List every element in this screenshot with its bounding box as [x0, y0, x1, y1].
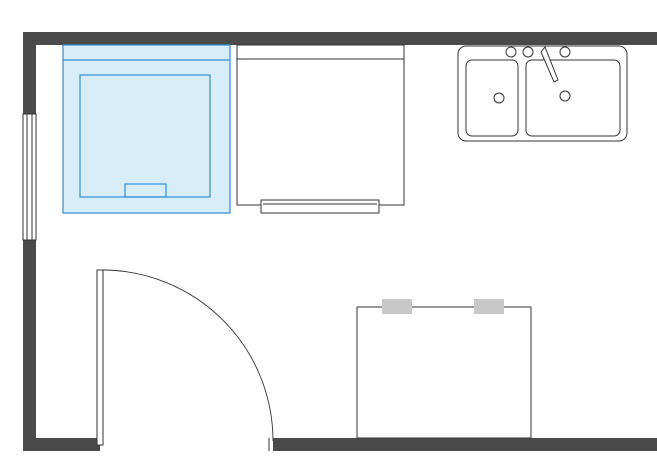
- double-sink-icon[interactable]: [457, 45, 628, 142]
- wall-top: [23, 32, 657, 45]
- dryer-icon[interactable]: [236, 44, 405, 214]
- chair-pad-right: [474, 299, 504, 314]
- wall-left-lower: [23, 240, 36, 451]
- chair-pad-left: [382, 299, 412, 314]
- wall-bottom-right: [273, 438, 657, 451]
- wall-bottom-left: [23, 438, 100, 451]
- walls: [23, 32, 657, 451]
- washer-icon[interactable]: [62, 44, 231, 214]
- wall-left-upper: [23, 32, 36, 114]
- window-icon[interactable]: [22, 113, 37, 241]
- table-icon[interactable]: [356, 299, 532, 439]
- door-swing-icon[interactable]: [96, 269, 274, 451]
